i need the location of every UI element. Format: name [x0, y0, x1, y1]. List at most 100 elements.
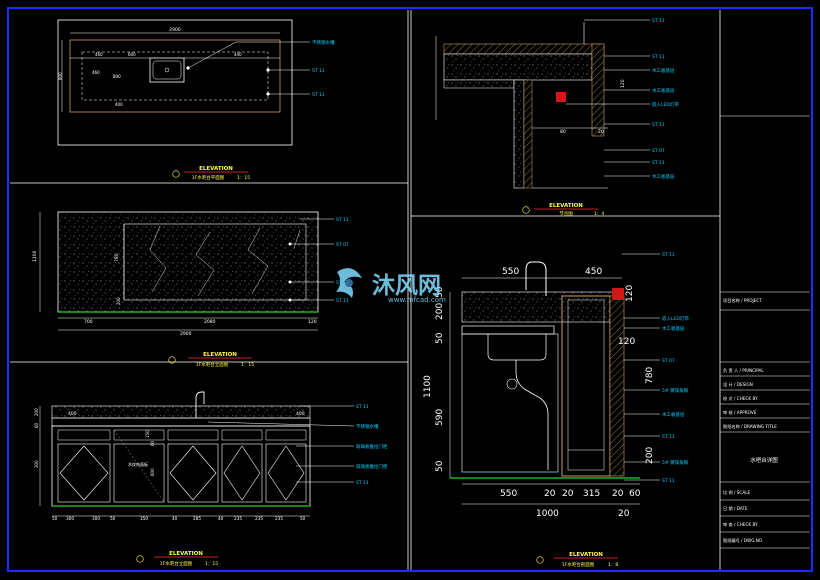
dim: 350 — [140, 516, 148, 521]
callout: ST 11 — [356, 404, 369, 410]
dim: 50 — [435, 460, 445, 472]
dim: 450 — [585, 267, 602, 277]
panel-subtitle: 1F水吧台平面图 — [192, 174, 225, 181]
tb-label: 审 核 / APPROVE — [723, 409, 757, 416]
panel-title: ELEVATION — [549, 203, 583, 209]
callout: ST 11 — [336, 298, 349, 304]
callout: ST 07 — [336, 242, 349, 248]
panel-scale: 1：15 — [241, 362, 254, 368]
callout: ST 11 — [652, 54, 665, 60]
dim: 400 — [68, 411, 77, 417]
callout: ST 11 — [652, 160, 665, 166]
callout: 嵌入LED灯带 — [662, 315, 689, 322]
sink-plan — [149, 57, 185, 83]
dim: 400 — [296, 411, 305, 417]
callout: ST 11 — [652, 122, 665, 128]
watermark-url: www.mfcad.com — [388, 296, 446, 304]
panel-subtitle: 1F水吧台立面图 — [196, 361, 229, 368]
callout: ST 11 — [336, 217, 349, 223]
panel-title: ELEVATION — [203, 352, 237, 358]
plan-callout: ST 11 — [312, 68, 325, 74]
dim: 235 — [275, 516, 283, 521]
dim: 700 — [84, 319, 93, 325]
plan-dim: 440 — [234, 52, 242, 57]
callout: ST 11 — [652, 18, 665, 24]
dim: 50 — [110, 516, 116, 521]
panel-subtitle: 节点图 — [559, 211, 573, 217]
dim: 2080 — [204, 319, 216, 325]
plan-dim: 460 — [92, 70, 100, 75]
dim: 2900 — [180, 331, 192, 337]
dim: 550 — [502, 267, 519, 277]
dim: 200 — [645, 447, 655, 464]
dim: 590 — [435, 409, 445, 426]
logo-icon — [336, 268, 362, 298]
dim: 60 — [150, 440, 155, 446]
callout: ST 07 — [662, 358, 675, 364]
panel-title: ELEVATION — [569, 552, 603, 558]
dim: 780 — [645, 367, 655, 384]
callout: 木工板基层 — [662, 411, 685, 418]
callout: ST 11 — [356, 480, 369, 486]
callout: ST 07 — [652, 148, 665, 154]
sink-section — [487, 334, 547, 361]
panel-title: ELEVATION — [199, 166, 233, 172]
drawing-title: 水吧台详图 — [750, 456, 778, 464]
faucet-section — [525, 261, 547, 296]
plan-dim: 2900 — [169, 27, 181, 33]
dim: 60 — [34, 422, 39, 428]
watermark-brand: 沐风网 — [372, 273, 441, 299]
callout: 玻璃板推拉门柜 — [356, 443, 388, 450]
dim: 1100 — [32, 250, 38, 262]
callout: ST 11 — [662, 434, 675, 440]
section-panel: 550 450 50 200 50 1100 590 50 120 120 78… — [423, 252, 689, 568]
watermark: 沐风网 www.mfcad.com — [336, 268, 446, 304]
callout: 5# 镀锌角钢 — [662, 387, 689, 394]
dim: 40 — [218, 516, 224, 521]
tb-label: 日 期 / DATE — [723, 506, 748, 512]
dim: 200 — [116, 297, 121, 305]
dim: 120 — [618, 337, 635, 347]
tb-label: 校 对 / CHECK BY — [723, 395, 758, 402]
callout: 木工板基层 — [652, 173, 675, 180]
tb-label: 审 查 / CHECK BY — [723, 521, 758, 528]
front-top-panel: 1100 780 200 700 2080 120 2900 ST 11 ST … — [32, 211, 349, 368]
plan-panel: 2900 460 600 440 460 800 800 400 不锈钢水槽 S… — [57, 19, 335, 181]
tb-label: 项目名称 / PROJECT — [723, 297, 762, 304]
plan-dim: 600 — [128, 52, 136, 57]
dim: 20 — [544, 489, 556, 499]
dim: 300 — [34, 460, 39, 468]
callout: 木工板基层 — [662, 325, 685, 332]
plan-dim: 800 — [113, 74, 121, 79]
panel-subtitle: 1F水吧台剖面图 — [562, 561, 595, 568]
callout: 玻璃板推拉门柜 — [356, 463, 388, 470]
tb-label: 设 计 / DESIGN — [723, 381, 753, 388]
panel-scale: 1：15 — [237, 175, 250, 181]
panel-title: ELEVATION — [169, 551, 203, 557]
panel-scale: 1：4 — [594, 211, 604, 217]
plan-callout: ST 11 — [312, 92, 325, 98]
dim: 40 — [172, 516, 178, 521]
front-bottom-panel: 木纹饰面板 400 400 200 60 300 150 60 600 50 3… — [34, 391, 388, 567]
dim: 200 — [34, 408, 39, 416]
dim: 20 — [618, 509, 630, 519]
dim: 235 — [234, 516, 242, 521]
dim: 1100 — [423, 375, 433, 398]
dim: 20 — [612, 489, 624, 499]
dim: 315 — [583, 489, 600, 499]
dim: 1000 — [536, 509, 559, 519]
plan-dim: 800 — [58, 72, 63, 80]
dim: 780 — [114, 253, 120, 262]
dim: 200 — [435, 303, 445, 320]
dim: 80 — [560, 129, 566, 135]
plan-dim: 460 — [95, 52, 103, 57]
led-strip — [556, 92, 566, 102]
dim: 150 — [145, 430, 150, 438]
panel-dividers — [10, 10, 721, 570]
title-block: 项目名称 / PROJECT 负 责 人 / PRINCIPAL 设 计 / D… — [720, 115, 810, 549]
dim: 285 — [193, 516, 201, 521]
callout: 木工板基层 — [652, 67, 675, 74]
dim: 120 — [625, 285, 635, 302]
